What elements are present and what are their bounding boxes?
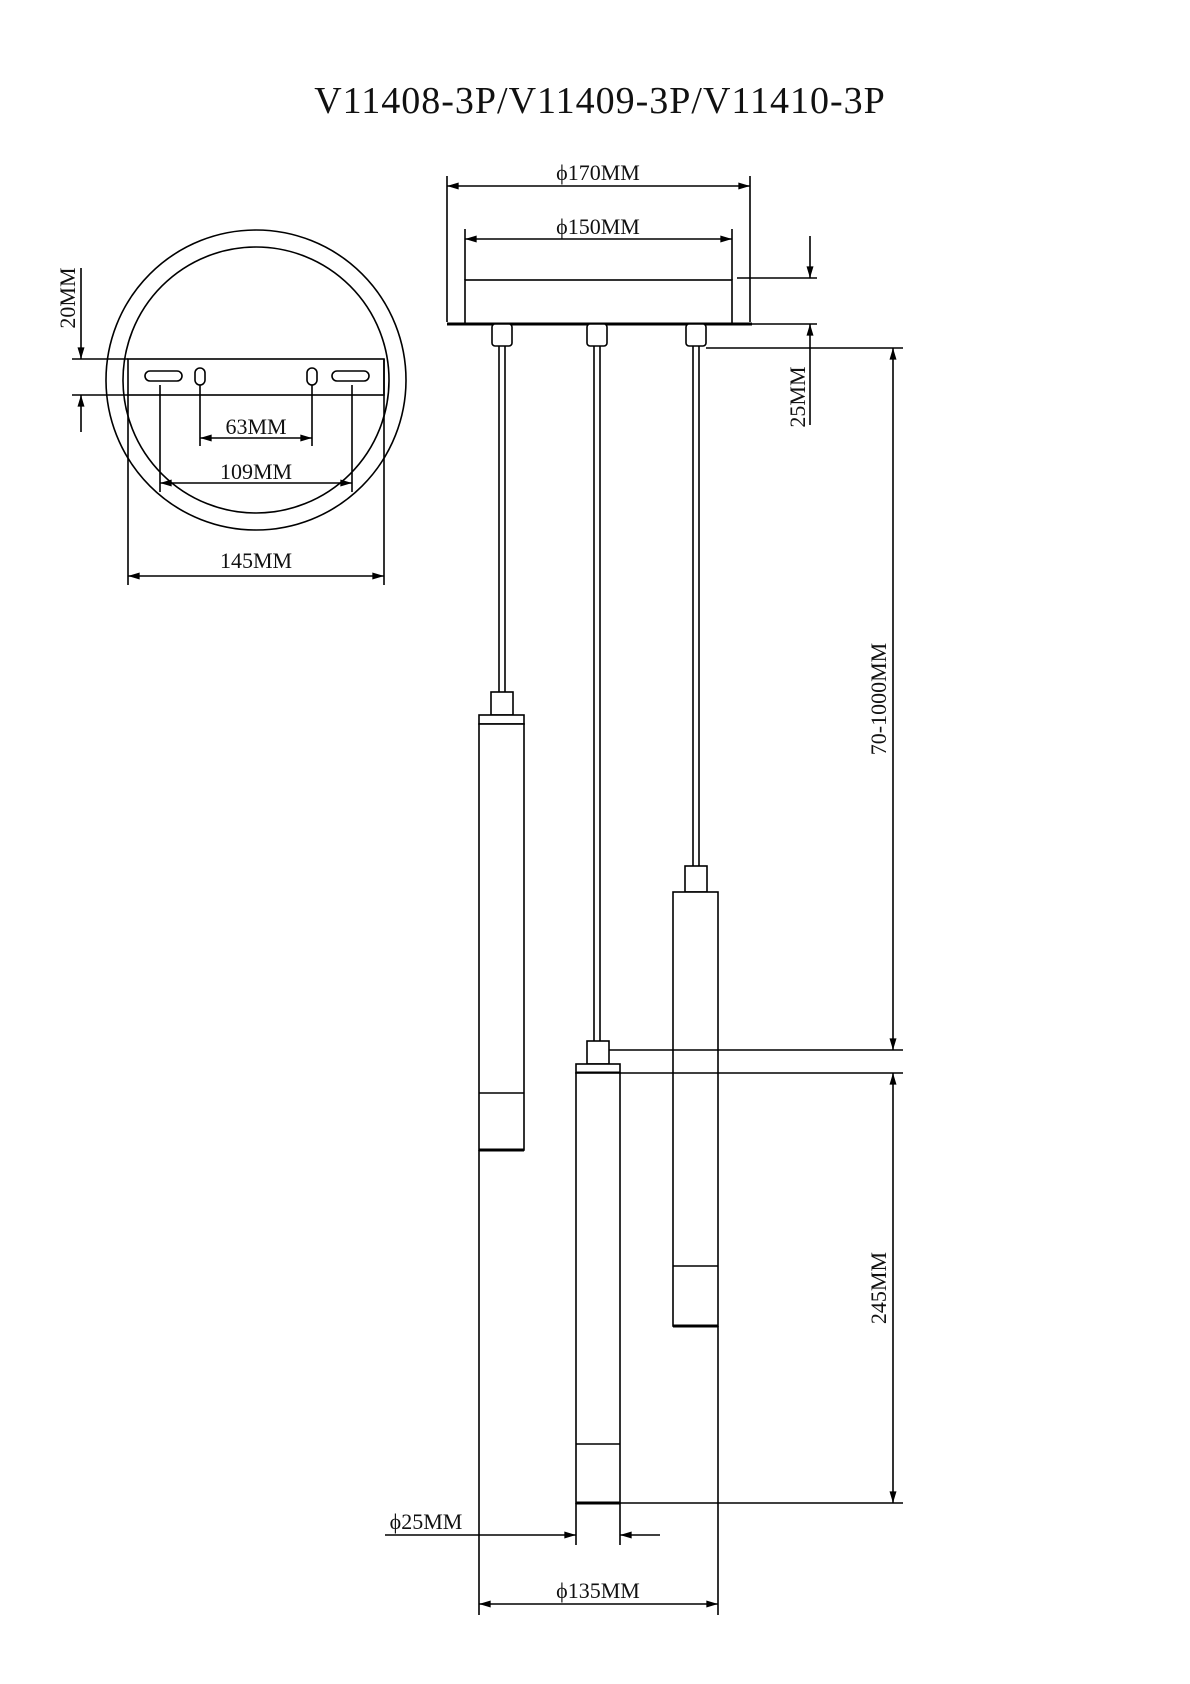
bracket-slot-left xyxy=(144,370,183,382)
tube-diameter-label: ϕ25MM xyxy=(390,1509,463,1534)
spread-diameter-label: ϕ135MM xyxy=(556,1578,640,1603)
pendant-left-cap xyxy=(490,691,514,716)
pendant-right xyxy=(672,865,719,1328)
side-view: ϕ170MM ϕ150MM 25MM xyxy=(385,160,903,1615)
slots-spacing-label: 109MM xyxy=(220,459,292,484)
cable-length-label: 70-1000MM xyxy=(866,643,891,755)
cable-socket-1 xyxy=(491,323,513,347)
canopy-inner-circle xyxy=(122,246,390,514)
drawing-title: V11408-3P/V11409-3P/V11410-3P xyxy=(314,80,886,122)
cable-socket-2 xyxy=(586,323,608,347)
pendant-right-tube xyxy=(672,891,719,1327)
canopy xyxy=(464,279,733,325)
canopy-height-label: 25MM xyxy=(785,366,810,427)
canopy-outer-diameter-label: ϕ170MM xyxy=(556,160,640,185)
cables xyxy=(498,346,700,1041)
top-view: 20MM 63MM 109MM 145MM xyxy=(55,229,407,585)
pendant-right-cap xyxy=(684,865,708,893)
pendant-middle-cap xyxy=(586,1040,610,1065)
pendant-middle xyxy=(575,1040,621,1505)
pendant-left xyxy=(478,691,525,1152)
bracket-width-label: 145MM xyxy=(220,548,292,573)
bracket-slot-right xyxy=(331,370,370,382)
canopy-inner-diameter-label: ϕ150MM xyxy=(556,214,640,239)
cable-socket-3 xyxy=(685,323,707,347)
pendant-middle-tube xyxy=(575,1072,621,1504)
tube-length-label: 245MM xyxy=(866,1252,891,1324)
bracket-height-label: 20MM xyxy=(55,267,80,328)
holes-spacing-label: 63MM xyxy=(225,414,286,439)
mounting-bracket xyxy=(127,358,385,396)
canopy-outer-circle xyxy=(105,229,407,531)
pendant-left-tube xyxy=(478,723,525,1151)
